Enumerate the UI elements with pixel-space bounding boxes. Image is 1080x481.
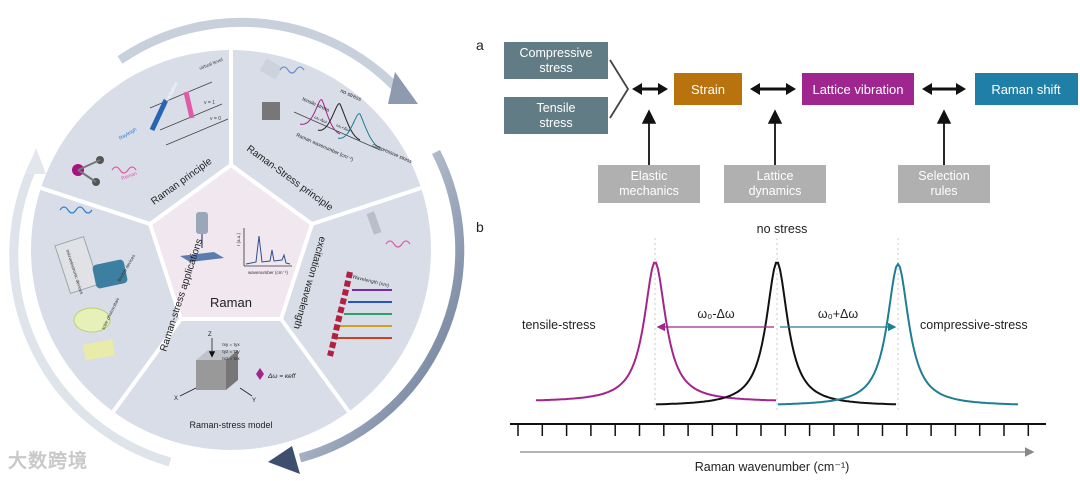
ring-arrowhead-right [268,446,300,474]
tensile-stress-box [504,97,608,134]
compressive-stress-label: compressive-stress [920,318,1028,332]
delta-plus-label: ω₀+Δω [818,307,859,321]
lattice-dynamics-box [724,165,826,203]
wheel-spokes [40,50,422,414]
x-axis-title: Raman wavenumber (cm⁻¹) [695,460,850,474]
compressive-stress-box [504,42,608,79]
strain-text: Strain [691,82,725,97]
delta-minus-label: ω₀-Δω [697,307,734,321]
axis-y-label: Y [252,398,256,404]
tau-xy-label: τxy = τyx [222,342,240,347]
elastic-mechanics-box [598,165,700,203]
compressive-peak-curve [777,262,1019,406]
v1-label: v = 1 [204,100,215,106]
double-arrow-2 [750,83,796,95]
selection-rules-box [898,165,990,203]
spectrum-y-label: I (a.u.) [236,232,241,246]
no-stress-peak-curve [655,261,897,406]
spectrometer-icon [180,212,224,262]
strain-box [674,73,742,105]
raman-label: Raman [121,171,138,182]
segment-label-model: Raman-stress model [189,420,272,430]
ring-arrowhead-top [388,72,418,104]
peak-guides [654,238,899,410]
v0-label: v = 0 [210,116,221,122]
solar-wafer-icon [73,307,111,333]
flexible-device-icon [92,259,128,289]
raman-arrow [183,91,195,119]
center-spectrum: wavenumber (cm⁻¹) I (a.u.) [236,228,292,275]
panel-b-label: b [476,219,484,235]
excitation-arrow [149,98,169,132]
raman-wheel: wavenumber (cm⁻¹) I (a.u.) Raman virtual… [9,17,465,474]
ring-arrow-right [298,149,465,463]
no-stress-label: no stress [757,222,808,236]
panel-b: b no stress tensile-stress compressive-s… [476,219,1046,474]
center-pentagon [147,162,315,321]
tau-yz-label: τyz = τzy [222,349,240,354]
microelectronic-chip-icon [54,235,100,295]
spectrum-x-label: wavenumber (cm⁻¹) [248,270,288,275]
tensile-peak-curve [536,261,777,402]
delta-minus-small: ω₀-Δω [314,114,329,124]
raman-shift-text: Raman shift [991,82,1061,97]
axis-z-label: Z [208,332,212,338]
solar-cell-icon [82,339,116,361]
model-formula: Δω = κeff [267,373,297,380]
delta-plus-small: ω₀+Δω [336,122,352,133]
ring-arrowhead-left [26,148,46,174]
watermark: 大数跨境 [8,450,89,472]
axis-x-label: X [174,396,178,402]
tensile-stress-label: tensile-stress [522,318,596,332]
lattice-vibration-text: Lattice vibration [812,82,903,97]
stress-bracket [609,59,630,119]
segment-model: Z X Y τxy = τyx τyz = τzy τxz = τzx Δω =… [174,332,297,430]
x-axis-ticks [517,424,1030,436]
center-label: Raman [210,295,252,310]
wavelength-beams [336,289,392,339]
ring-arrow-top [117,17,404,96]
raman-shift-box [975,73,1078,105]
lattice-vibration-box [802,73,914,105]
double-arrow-1 [632,83,668,95]
double-arrow-3 [922,83,966,95]
panel-a-label: a [476,37,484,53]
ring-arrow-left [9,158,172,467]
crystal-cube-icon [262,102,280,120]
tau-xz-label: τxz = τzx [222,356,240,361]
